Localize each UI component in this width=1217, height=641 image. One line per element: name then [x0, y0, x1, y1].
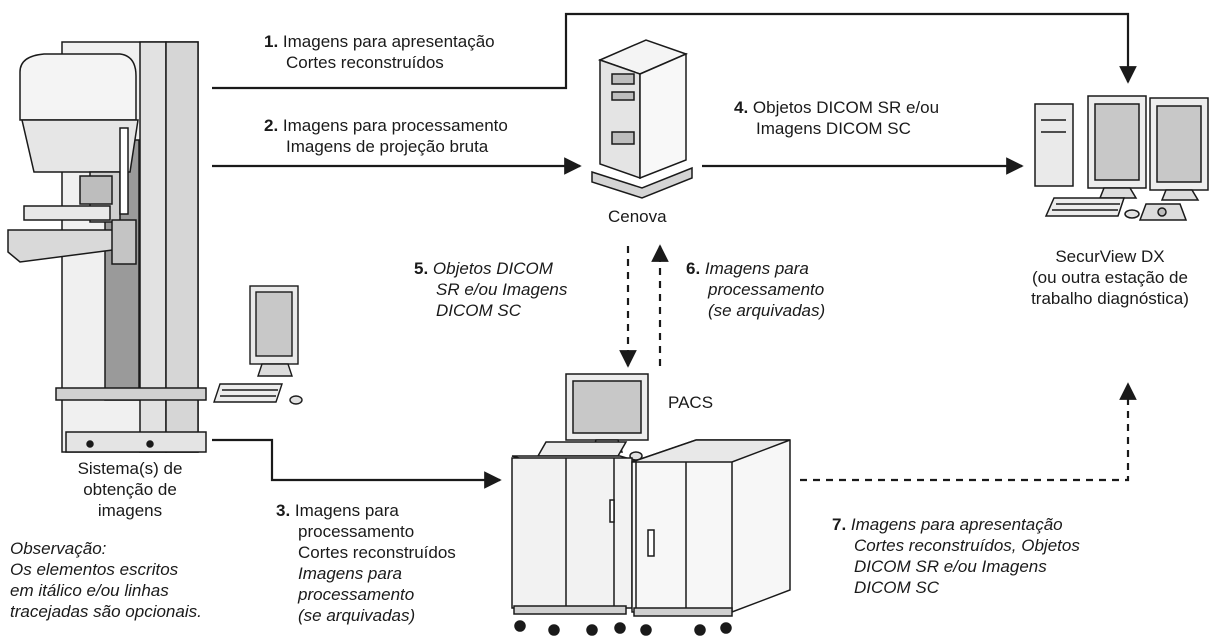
optional-elements-note: Observação: Os elementos escritos em itá… [10, 539, 202, 621]
flow-7-label: 7. Imagens para apresentação Cortes reco… [832, 515, 1080, 597]
acquisition-system-label: Sistema(s) de obtenção de imagens [77, 459, 183, 520]
flow-5-label: 5. Objetos DICOM SR e/ou Imagens DICOM S… [414, 259, 568, 320]
flow-3-arrow [212, 438, 502, 489]
flow-3-label: 3. Imagens para processamento Cortes rec… [276, 501, 456, 625]
flow-6-label: 6. Imagens para processamento (se arquiv… [686, 259, 826, 320]
securview-label: SecurView DX (ou outra estação de trabal… [1031, 247, 1189, 308]
securview-workstation-icon [1034, 95, 1209, 221]
flow-7-arrow [800, 382, 1137, 482]
pacs-archive-icon [511, 373, 791, 636]
flow-4-label: 4. Objetos DICOM SR e/ou Imagens DICOM S… [734, 98, 940, 138]
cenova-label: Cenova [608, 207, 667, 226]
acquisition-system-icon [7, 41, 207, 453]
pacs-label: PACS [668, 393, 714, 412]
acquisition-workstation-icon [213, 285, 303, 405]
flow-1-label: 1. Imagens para apresentação Cortes reco… [264, 32, 495, 72]
flow-2-label: 2. Imagens para processamento Imagens de… [264, 116, 508, 156]
cenova-server-icon [591, 39, 693, 199]
flow-1-arrow [212, 12, 1137, 90]
